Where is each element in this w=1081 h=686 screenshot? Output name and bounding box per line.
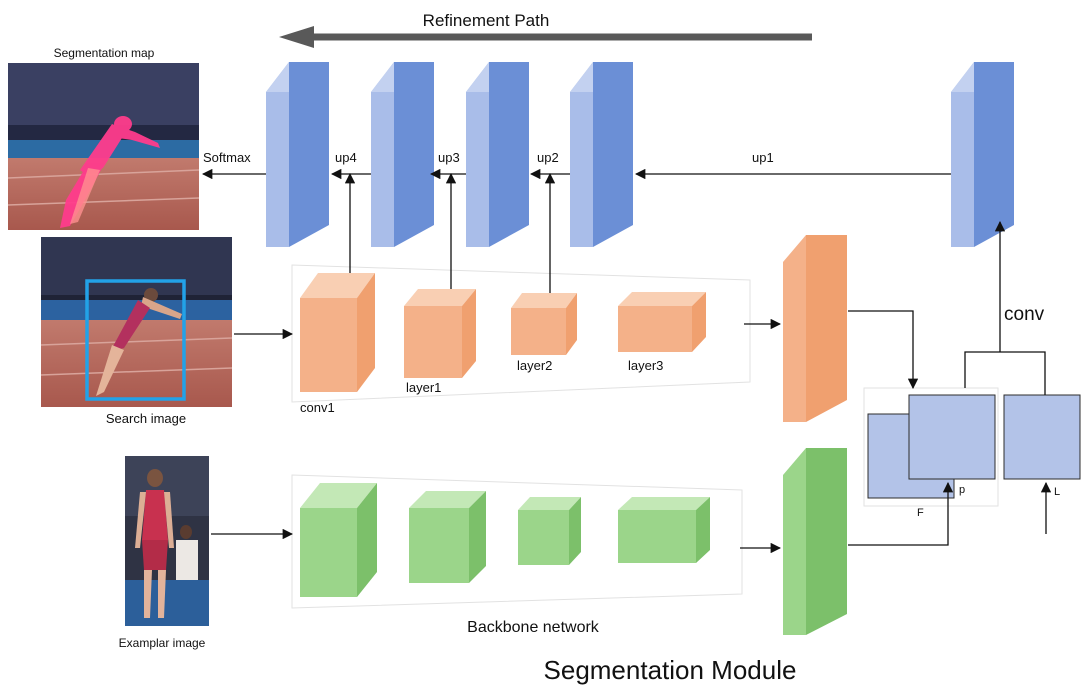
exemplar-block-3	[518, 497, 581, 565]
exemplar-block-4	[618, 497, 710, 563]
label-up2: up2	[537, 150, 559, 165]
exemplar-backbone-group	[291, 474, 743, 609]
exemplar-block-1	[300, 483, 377, 597]
merge-bracket	[964, 351, 1046, 395]
decoder-slab-up1	[570, 62, 633, 247]
segmentation-module-title: Segmentation Module	[544, 655, 797, 685]
decoder-slab-up3	[371, 62, 434, 247]
label-up3: up3	[438, 150, 460, 165]
search-backbone-group	[291, 264, 751, 403]
fusion-group	[863, 387, 999, 507]
search-image	[40, 237, 233, 407]
decoder-slab-up2	[466, 62, 529, 247]
exemplar-block-2	[409, 491, 486, 583]
label-layer1: layer1	[406, 380, 441, 395]
segmentation-map-image	[7, 63, 200, 230]
exemplar-image-label: Examplar image	[119, 636, 206, 650]
exemplar-image	[125, 456, 209, 626]
exemplar-feature-slab	[783, 448, 847, 635]
block-layer1	[404, 289, 476, 378]
refinement-path-title: Refinement Path	[423, 11, 550, 30]
label-p: p	[959, 484, 965, 496]
block-conv1	[300, 273, 375, 392]
arrow-exemplar-to-fusion	[848, 481, 954, 546]
label-layer3: layer3	[628, 358, 663, 373]
backbone-network-label: Backbone network	[467, 619, 600, 636]
decoder-slab-up4	[266, 62, 329, 247]
block-layer3	[618, 292, 706, 352]
search-feature-slab	[783, 235, 847, 422]
refinement-path-arrow	[279, 26, 812, 48]
label-layer2: layer2	[517, 358, 552, 373]
feature-map-p	[908, 394, 996, 480]
feature-map-l	[1003, 394, 1081, 480]
search-image-label: Search image	[106, 411, 186, 426]
connector-arrows	[201, 168, 1052, 554]
label-up1: up1	[752, 150, 774, 165]
label-softmax: Softmax	[203, 150, 251, 165]
decoder-slab-conv	[951, 62, 1014, 247]
block-layer2	[511, 293, 577, 355]
label-f: F	[917, 507, 924, 519]
arrow-search-to-fusion	[848, 310, 919, 390]
label-l: L	[1054, 486, 1060, 498]
label-conv1: conv1	[300, 400, 335, 415]
label-conv: conv	[1004, 304, 1045, 325]
label-up4: up4	[335, 150, 357, 165]
segmentation-map-label: Segmentation map	[54, 46, 155, 60]
